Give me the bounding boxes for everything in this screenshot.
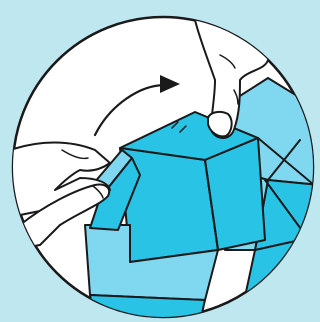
model-bottom-fold xyxy=(90,295,205,322)
